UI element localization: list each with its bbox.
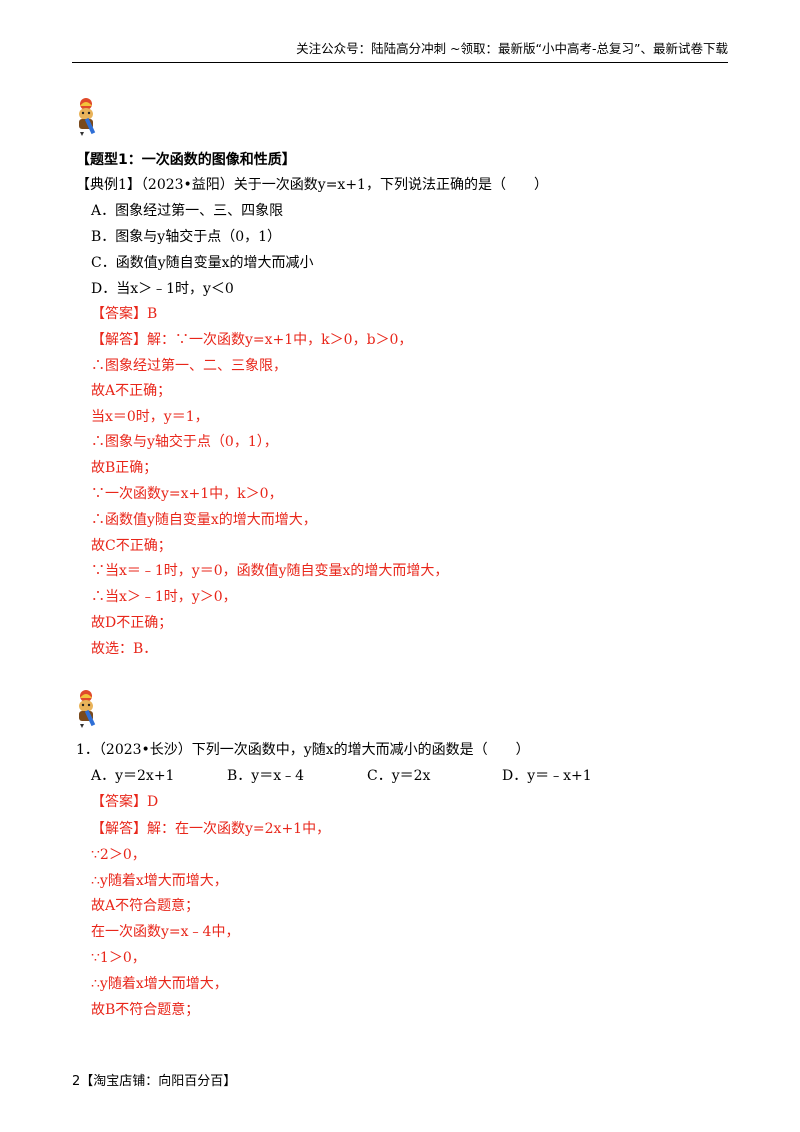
pencil-mascot-icon: [79, 690, 96, 728]
exercise-solution-line: ∴y随着x增大而增大，: [91, 873, 228, 889]
solution-line: ∴图象经过第一、二、三象限，: [91, 358, 287, 374]
example-answer: 【答案】B: [91, 306, 158, 322]
solution-line: 当x＝0时，y＝1，: [91, 409, 209, 425]
exercise-option-d: D．y＝﹣x+1: [502, 768, 592, 784]
shop-label: 【淘宝店铺：向阳百分百】: [80, 1074, 237, 1089]
exercise-option-c: C．y＝2x: [367, 768, 431, 784]
solution-line: 故A不正确；: [91, 383, 172, 399]
solution-line: 故C不正确；: [91, 538, 172, 554]
exercise-answer: 【答案】D: [91, 794, 159, 810]
exercise-solution-line: ∴y随着x增大而增大，: [91, 976, 228, 992]
solution-line: 【解答】解：∵一次函数y=x+1中，k＞0，b＞0，: [91, 332, 413, 348]
exercise-solution-line: 在一次函数y=x﹣4中，: [91, 924, 240, 940]
example-option-c: C．函数值y随自变量x的增大而减小: [91, 255, 314, 271]
solution-line: 故B正确；: [91, 460, 158, 476]
solution-line: ∴函数值y随自变量x的增大而增大，: [91, 512, 317, 528]
exercise-solution-line: 故A不符合题意；: [91, 898, 200, 914]
exercise-solution-line: ∵1＞0，: [91, 950, 146, 966]
exercise-option-a: A．y＝2x+1: [91, 768, 175, 784]
solution-line: ∵当x＝﹣1时，y＝0，函数值y随自变量x的增大而增大，: [91, 563, 449, 579]
section-title: 【题型1：一次函数的图像和性质】: [76, 152, 296, 168]
exercise-solution-line: 【解答】解：在一次函数y=2x+1中，: [91, 821, 331, 837]
solution-line: ∴图象与y轴交于点（0，1），: [91, 434, 278, 450]
header-text: 关注公众号：陆陆高分冲刺 ~领取：最新版“小中高考-总复习”、最新试卷下载: [296, 41, 728, 56]
exercise-option-b: B．y＝x﹣4: [227, 768, 304, 784]
example-option-a: A．图象经过第一、三、四象限: [91, 203, 284, 219]
example-stem: 【典例1】（2023•益阳）关于一次函数y=x+1，下列说法正确的是（ ）: [76, 177, 548, 193]
exercise-stem: 1．（2023•长沙）下列一次函数中，y随x的增大而减小的函数是（ ）: [76, 742, 530, 758]
page-header: 关注公众号：陆陆高分冲刺 ~领取：最新版“小中高考-总复习”、最新试卷下载: [72, 40, 728, 63]
solution-line: ∵一次函数y=x+1中，k＞0，: [91, 486, 283, 502]
example-option-b: B．图象与y轴交于点（0，1）: [91, 229, 282, 245]
page-footer: 2【淘宝店铺：向阳百分百】: [72, 1073, 236, 1091]
solution-line: 故选：B．: [91, 641, 158, 657]
page-number: 2: [72, 1074, 81, 1089]
exercise-solution-line: 故B不符合题意；: [91, 1002, 200, 1018]
pencil-mascot-icon: [79, 98, 96, 136]
solution-line: 故D不正确；: [91, 615, 173, 631]
solution-line: ∴当x＞﹣1时，y＞0，: [91, 589, 237, 605]
example-option-d: D．当x＞﹣1时，y＜0: [91, 281, 234, 297]
exercise-solution-line: ∵2＞0，: [91, 847, 146, 863]
